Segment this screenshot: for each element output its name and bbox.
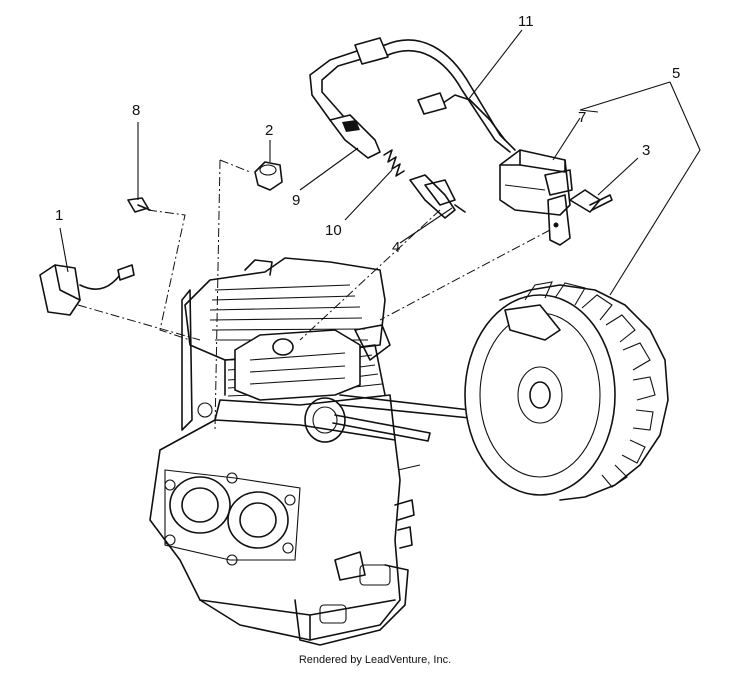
callout-3: 3 xyxy=(642,142,650,159)
callout-2: 2 xyxy=(265,122,273,139)
leader-lines xyxy=(59,29,701,296)
bolt xyxy=(569,189,613,213)
callout-11: 11 xyxy=(518,13,534,30)
spark-plug xyxy=(409,174,466,219)
switch xyxy=(39,264,135,316)
callout-labels: 1 2 3 4 5 7 8 9 10 11 xyxy=(55,13,680,256)
callout-1: 1 xyxy=(55,207,63,224)
footer-credit: Rendered by LeadVenture, Inc. xyxy=(298,654,452,666)
callout-7: 7 xyxy=(578,109,586,126)
engine-block xyxy=(149,257,471,646)
spring xyxy=(383,149,405,177)
callout-8: 8 xyxy=(132,102,140,119)
ignition-module xyxy=(499,149,573,246)
nut xyxy=(254,161,283,191)
alignment-lines xyxy=(77,159,551,431)
callout-10: 10 xyxy=(325,222,342,239)
clip xyxy=(127,197,151,213)
callout-4: 4 xyxy=(392,239,400,256)
flywheel xyxy=(464,281,669,501)
callout-9: 9 xyxy=(292,192,300,209)
spark-plug-wire xyxy=(309,37,516,159)
callout-5: 5 xyxy=(672,65,680,82)
